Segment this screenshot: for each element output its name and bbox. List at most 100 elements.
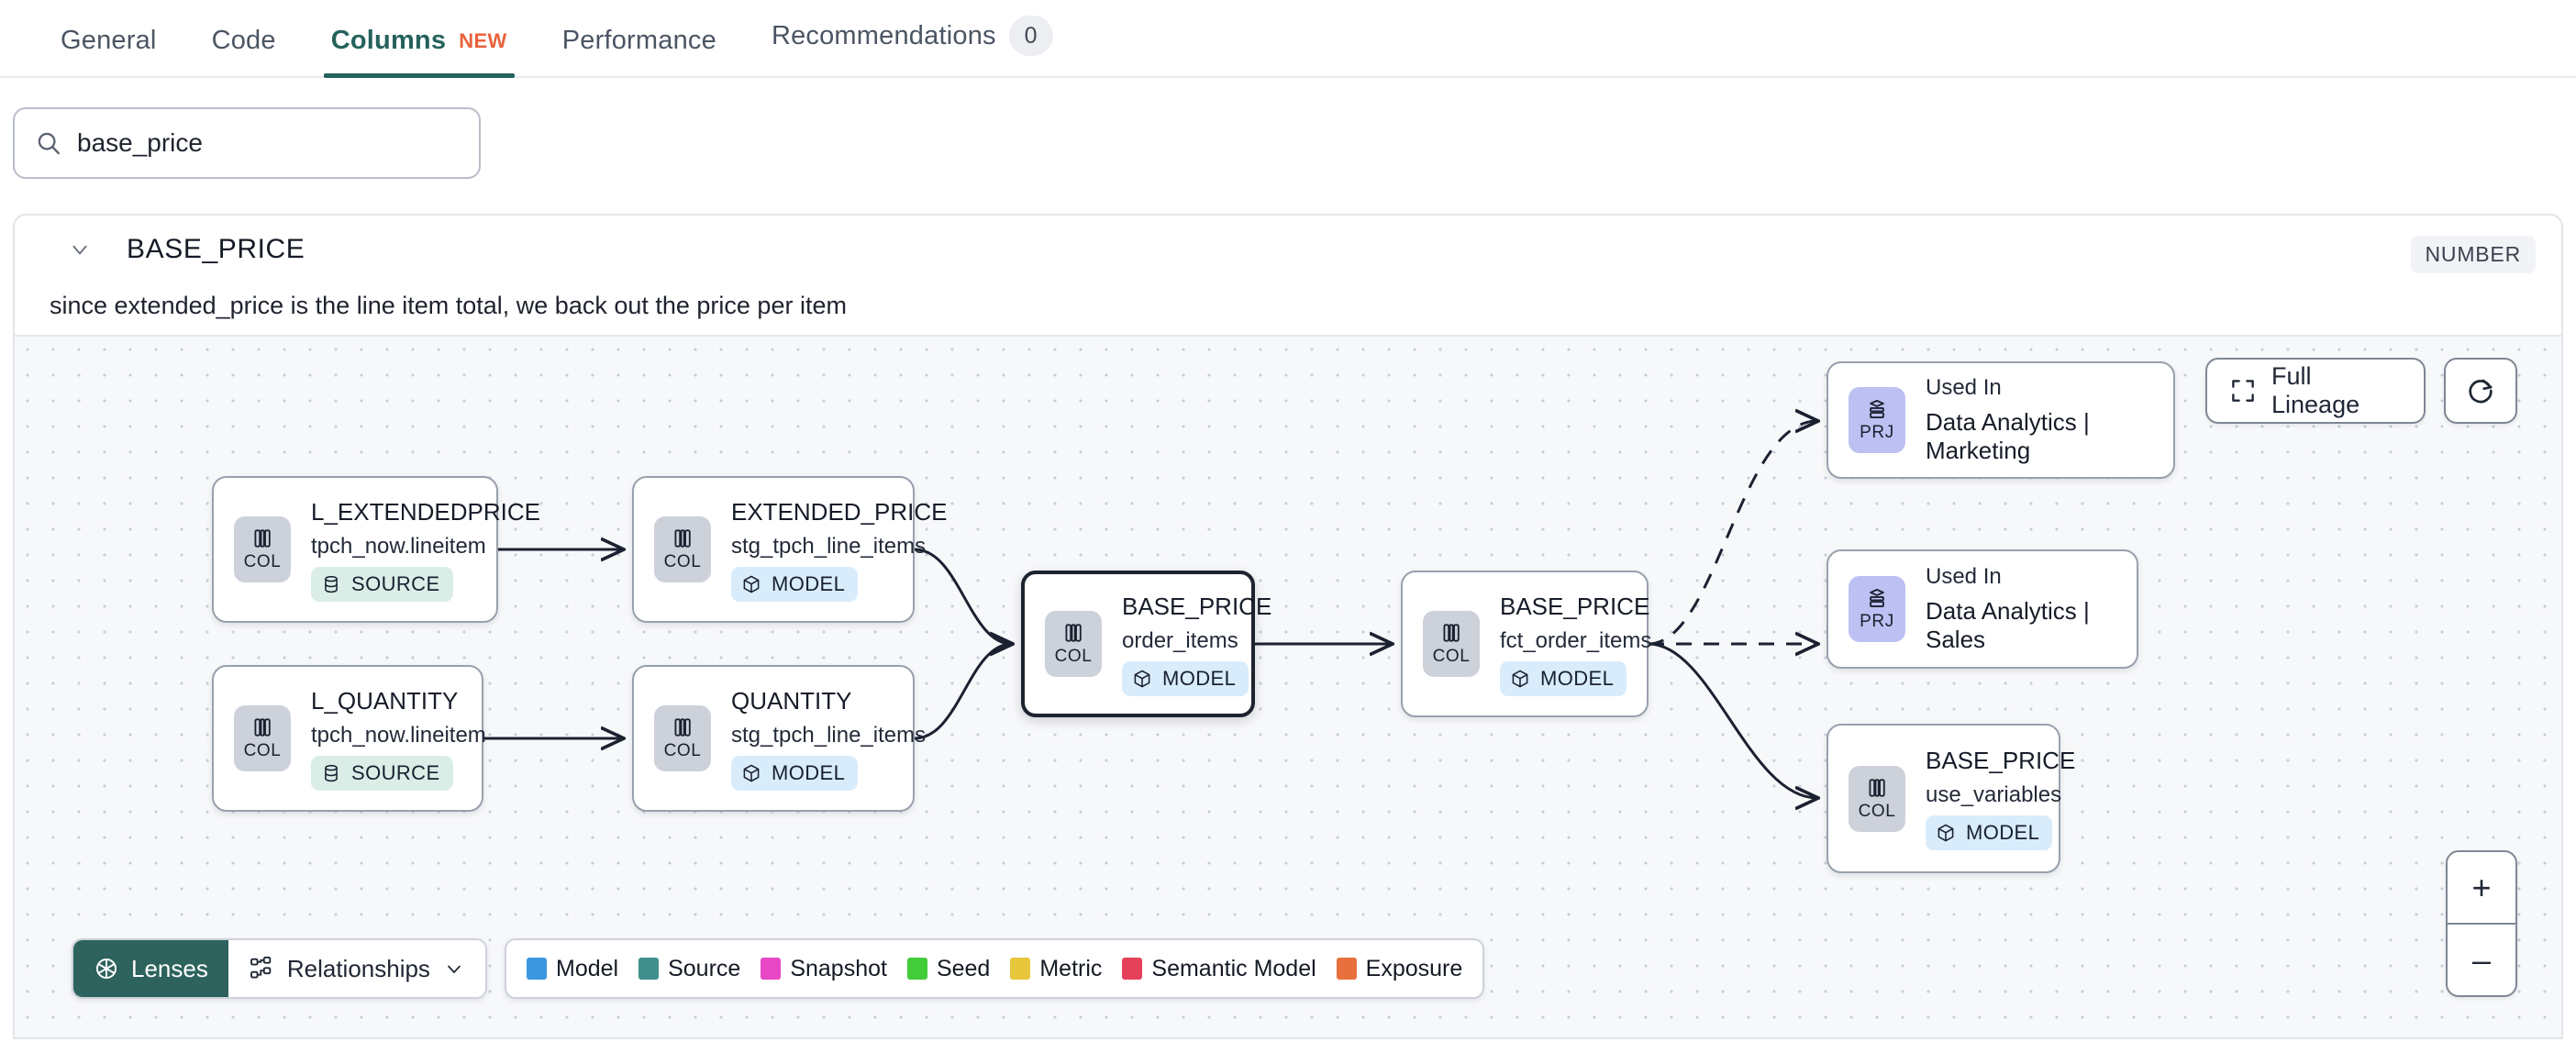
tab-label: Recommendations bbox=[771, 20, 996, 50]
legend-item: Model bbox=[527, 956, 618, 982]
legend-label: Snapshot bbox=[790, 955, 887, 981]
lineage-node-project-marketing[interactable]: PRJ Used In Data Analytics | Marketing bbox=[1827, 361, 2175, 479]
legend-swatch bbox=[1336, 958, 1357, 980]
prj-kind-chip: PRJ bbox=[1849, 576, 1905, 642]
edge-solid bbox=[1648, 642, 1817, 798]
node-used-in-label: Used In bbox=[1926, 564, 2002, 589]
materialization-chip: MODEL bbox=[1122, 660, 1249, 696]
node-kind-label: COL bbox=[1858, 801, 1896, 821]
zoom-in-button[interactable]: + bbox=[2448, 852, 2515, 925]
legend-label: Metric bbox=[1039, 955, 1103, 981]
legend-item: Snapshot bbox=[761, 956, 887, 982]
edge-solid bbox=[914, 644, 1012, 740]
tab-performance[interactable]: Performance bbox=[535, 26, 744, 76]
node-type-legend: Model Source Snapshot Seed Metric Semant… bbox=[505, 938, 1485, 999]
node-project-name: Data Analytics | Marketing bbox=[1926, 408, 2090, 464]
materialization-label: SOURCE bbox=[351, 571, 440, 595]
col-kind-chip: COL bbox=[234, 705, 291, 771]
search-icon bbox=[35, 129, 62, 157]
tab-columns[interactable]: Columns NEW bbox=[304, 26, 535, 78]
materialization-label: MODEL bbox=[772, 760, 846, 784]
database-icon bbox=[321, 763, 341, 783]
zoom-out-button[interactable]: – bbox=[2471, 940, 2492, 979]
full-lineage-label: Full Lineage bbox=[2271, 362, 2360, 418]
node-kind-label: PRJ bbox=[1860, 612, 1894, 631]
node-used-in-label: Used In bbox=[1926, 375, 2002, 400]
materialization-chip: MODEL bbox=[731, 566, 859, 602]
materialization-chip: SOURCE bbox=[311, 755, 453, 791]
lenses-button[interactable]: Lenses bbox=[73, 940, 228, 997]
node-subtitle: fct_order_items bbox=[1500, 627, 1652, 653]
search-box[interactable] bbox=[13, 107, 481, 179]
lineage-node-l-extendedprice[interactable]: COL L_EXTENDEDPRICE tpch_now.lineitem SO… bbox=[212, 476, 540, 623]
column-name: BASE_PRICE bbox=[127, 234, 305, 264]
col-kind-chip: COL bbox=[1045, 611, 1102, 677]
col-kind-chip: COL bbox=[1423, 611, 1480, 677]
node-subtitle: order_items bbox=[1122, 627, 1238, 653]
lenses-label: Lenses bbox=[131, 954, 208, 982]
hierarchy-icon bbox=[249, 956, 274, 981]
legend-label: Model bbox=[556, 955, 619, 981]
cube-icon bbox=[741, 574, 761, 594]
refresh-button[interactable] bbox=[2444, 358, 2517, 424]
legend-label: Exposure bbox=[1365, 955, 1463, 981]
node-subtitle: tpch_now.lineitem bbox=[311, 722, 486, 748]
lineage-canvas[interactable]: COL L_EXTENDEDPRICE tpch_now.lineitem SO… bbox=[15, 335, 2561, 1039]
cube-icon bbox=[741, 763, 761, 783]
materialization-label: MODEL bbox=[772, 571, 846, 595]
database-icon bbox=[321, 574, 341, 594]
legend-swatch bbox=[1122, 958, 1143, 980]
lineage-node-base-price-order-items[interactable]: COL BASE_PRICE order_items MODEL bbox=[1021, 571, 1271, 717]
search-input[interactable] bbox=[77, 128, 459, 158]
full-lineage-button[interactable]: Full Lineage bbox=[2205, 358, 2426, 424]
node-title: BASE_PRICE bbox=[1122, 592, 1272, 620]
recommendations-count-badge: 0 bbox=[1008, 16, 1053, 56]
prj-kind-chip: PRJ bbox=[1849, 387, 1905, 453]
relationships-button[interactable]: Relationships bbox=[228, 940, 485, 997]
col-kind-chip: COL bbox=[654, 705, 711, 771]
tab-bar: General Code Columns NEW Performance Rec… bbox=[0, 0, 2576, 78]
tab-new-tag: NEW bbox=[459, 28, 507, 52]
cube-icon bbox=[1132, 669, 1152, 689]
tab-general[interactable]: General bbox=[33, 26, 184, 76]
tab-recommendations[interactable]: Recommendations 0 bbox=[744, 16, 1081, 76]
column-header: BASE_PRICE NUMBER since extended_price i… bbox=[15, 216, 2561, 335]
legend-swatch bbox=[527, 958, 547, 980]
tab-label: Code bbox=[211, 26, 276, 55]
node-subtitle: stg_tpch_line_items bbox=[731, 722, 927, 748]
legend-item: Source bbox=[638, 956, 740, 982]
node-title: EXTENDED_PRICE bbox=[731, 497, 948, 526]
lineage-node-project-sales[interactable]: PRJ Used In Data Analytics | Sales bbox=[1827, 549, 2138, 669]
cube-icon bbox=[1510, 669, 1530, 689]
legend-swatch bbox=[761, 958, 782, 980]
materialization-chip: MODEL bbox=[1500, 660, 1627, 696]
materialization-label: MODEL bbox=[1540, 666, 1615, 690]
node-title: QUANTITY bbox=[731, 686, 852, 715]
materialization-label: SOURCE bbox=[351, 760, 440, 784]
lineage-node-quantity[interactable]: COL QUANTITY stg_tpch_line_items MODEL bbox=[632, 665, 926, 812]
refresh-icon bbox=[2465, 375, 2496, 406]
zoom-controls[interactable]: + – bbox=[2446, 850, 2517, 997]
col-kind-chip: COL bbox=[1849, 765, 1905, 832]
col-kind-chip: COL bbox=[654, 516, 711, 582]
materialization-label: MODEL bbox=[1966, 821, 2040, 844]
graph-toolbar: Lenses Relationships bbox=[72, 938, 487, 999]
expand-icon bbox=[2229, 377, 2257, 405]
lineage-node-base-price-fct-order-items[interactable]: COL BASE_PRICE fct_order_items MODEL bbox=[1401, 571, 1652, 717]
materialization-label: MODEL bbox=[1162, 666, 1237, 690]
lineage-edges bbox=[483, 337, 2561, 1039]
lineage-node-l-quantity[interactable]: COL L_QUANTITY tpch_now.lineitem SOURCE bbox=[212, 665, 486, 812]
lineage-node-extended-price[interactable]: COL EXTENDED_PRICE stg_tpch_line_items M… bbox=[632, 476, 948, 623]
chevron-down-icon[interactable] bbox=[68, 238, 92, 261]
node-title: L_EXTENDEDPRICE bbox=[311, 497, 540, 526]
tab-label: General bbox=[61, 26, 157, 55]
lineage-node-base-price-use-variables[interactable]: COL BASE_PRICE use_variables MODEL bbox=[1827, 724, 2075, 873]
tab-code[interactable]: Code bbox=[184, 26, 304, 76]
relationships-label: Relationships bbox=[286, 954, 430, 982]
materialization-chip: SOURCE bbox=[311, 566, 453, 602]
node-title: L_QUANTITY bbox=[311, 686, 459, 715]
node-subtitle: tpch_now.lineitem bbox=[311, 533, 486, 559]
node-kind-label: COL bbox=[663, 741, 702, 760]
legend-item: Metric bbox=[1010, 956, 1102, 982]
node-kind-label: COL bbox=[663, 552, 702, 571]
